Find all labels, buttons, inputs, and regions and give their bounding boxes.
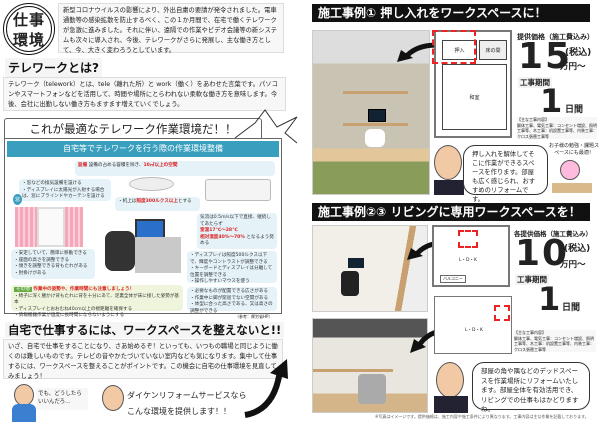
curtain-icon: [15, 207, 37, 247]
case2-title: 施工事例②③ リビングに専用ワークスペースを！: [312, 203, 590, 221]
curtain-icon: [65, 207, 83, 247]
monitor-icon: [135, 219, 165, 239]
footnote: ※写真はイメージです。提供価格は、施工内容や施工条件により異なります。工事内容は…: [375, 414, 589, 419]
offer-line1: ダイケンリフォームサービスなら: [127, 391, 247, 400]
window-info: ・窓などの換気設備を設ける ・ディスプレイに太陽光が入射する場合は、窓にブライン…: [19, 179, 111, 201]
case2-price-label: 各提供価格（施工費込み）: [514, 230, 592, 238]
case2-period: 1: [538, 280, 561, 318]
staff-avatar: [436, 362, 464, 398]
monitor-icon: [368, 109, 386, 122]
burst-icon: [234, 109, 298, 144]
case2-photo: [312, 225, 428, 312]
case1-comment: 押し入れを解体してそこに作業ができるスペースを作ります。部屋も広く感じられ、おす…: [463, 145, 548, 203]
worried-person-icon: [14, 384, 34, 406]
case1-period: 1: [540, 82, 563, 120]
curved-arrow-icon: [244, 359, 288, 418]
workspace-text: いざ、自宅で仕事をすることになり、さあ始めるぞ！といっても、いつもの職場と同じよ…: [3, 339, 283, 380]
case2-comment: 部屋の角や隅などのデッドスペースを作業場所にリフォームいたします。部屋全体を有効…: [472, 362, 590, 413]
case1-price-label: 提供価格（施工費込み）: [517, 33, 594, 41]
case1-floorplan: 押入 床の間 和室: [434, 30, 512, 138]
case1-title: 施工事例① 押し入れをワークスペースに！: [312, 4, 590, 22]
highlight-box: [458, 230, 478, 248]
telework-text: テレワーク（telework）とは、tele（離れた所）と work（働く）をあ…: [3, 77, 286, 111]
staff-body-icon: [434, 396, 468, 413]
staff-avatar: [102, 385, 124, 411]
child-desk-icon: [552, 183, 592, 193]
window-icon: [37, 207, 65, 247]
infographic: 自宅等でテレワークを行う際の作業環境整備 設備 設備の占める容積を除き、10㎥以…: [4, 138, 282, 318]
ceiling-light-icon: [129, 177, 174, 191]
banner-title: これが最適なテレワーク作業環境だ！！: [4, 118, 262, 138]
staff-body-icon: [434, 180, 464, 195]
child-icon: [560, 160, 580, 180]
highlight-box: [494, 305, 510, 321]
offer-line2: こんな環境を提供します！！: [127, 407, 231, 416]
desk-icon: [135, 237, 181, 273]
telework-heading: テレワークとは?: [5, 58, 102, 77]
case3-photo: [312, 318, 428, 413]
staff-avatar: [434, 145, 462, 180]
case1-price: 15: [518, 36, 573, 77]
worried-bubble: でも、どうしたらいいんだろ…: [36, 388, 88, 410]
workspace-heading: 自宅で仕事するには、ワークスペースを整えないと!!: [5, 322, 285, 338]
case1-photo: [312, 30, 430, 195]
highlight-box: [432, 30, 476, 64]
air-conditioner-icon: [205, 179, 271, 201]
office-chair-icon: [105, 231, 135, 271]
source-note: （参考：厚労省HP）: [235, 314, 273, 319]
case2-price: 10: [515, 233, 570, 274]
work-environment-badge: 仕事環境: [3, 3, 55, 55]
person-body-icon: [12, 404, 36, 422]
intro-text: 新型コロナウイルスの影響により、外出自粛の要請が発令されました。電車通勤等の感染…: [58, 3, 284, 54]
infographic-title: 自宅等でテレワークを行う際の作業環境整備: [7, 141, 279, 157]
kids-note: お子様の勉強・課題スペースにも最適！: [548, 143, 599, 156]
case2-floorplan: L・D・K バルコニー: [432, 225, 510, 287]
